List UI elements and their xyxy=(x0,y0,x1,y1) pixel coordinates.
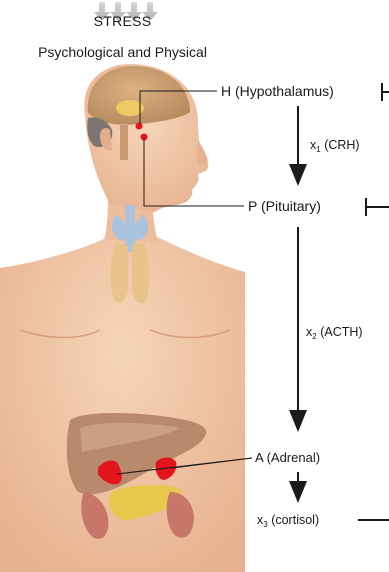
adrenal-label: A (Adrenal) xyxy=(255,450,320,466)
crh-signal-label: x1 (CRH) xyxy=(310,138,360,157)
hypothalamus-label: H (Hypothalamus) xyxy=(221,83,334,99)
brain-stem xyxy=(120,125,128,160)
signal-name: (cortisol) xyxy=(271,513,319,527)
stress-title: STRESS xyxy=(0,13,245,29)
stress-subtitle: Psychological and Physical xyxy=(0,44,245,60)
signal-index: 2 xyxy=(312,332,316,341)
feedback-inhibition xyxy=(358,83,389,520)
arrow-p-to-a-head xyxy=(289,410,307,432)
pituitary-label: P (Pituitary) xyxy=(248,198,321,214)
signal-name: (ACTH) xyxy=(320,325,362,339)
acth-signal-label: x2 (ACTH) xyxy=(306,325,363,344)
signal-index: 1 xyxy=(316,145,320,154)
signal-name: (CRH) xyxy=(324,138,359,152)
arrow-h-to-p-head xyxy=(289,164,307,186)
arrow-a-to-cortisol-head xyxy=(289,481,307,503)
cortisol-signal-label: x3 (cortisol) xyxy=(257,513,319,532)
nose xyxy=(197,140,208,165)
signal-index: 3 xyxy=(263,520,267,529)
axis-arrows xyxy=(289,106,307,503)
human-body-illustration xyxy=(0,64,245,572)
hypothalamus-marker xyxy=(136,123,143,130)
